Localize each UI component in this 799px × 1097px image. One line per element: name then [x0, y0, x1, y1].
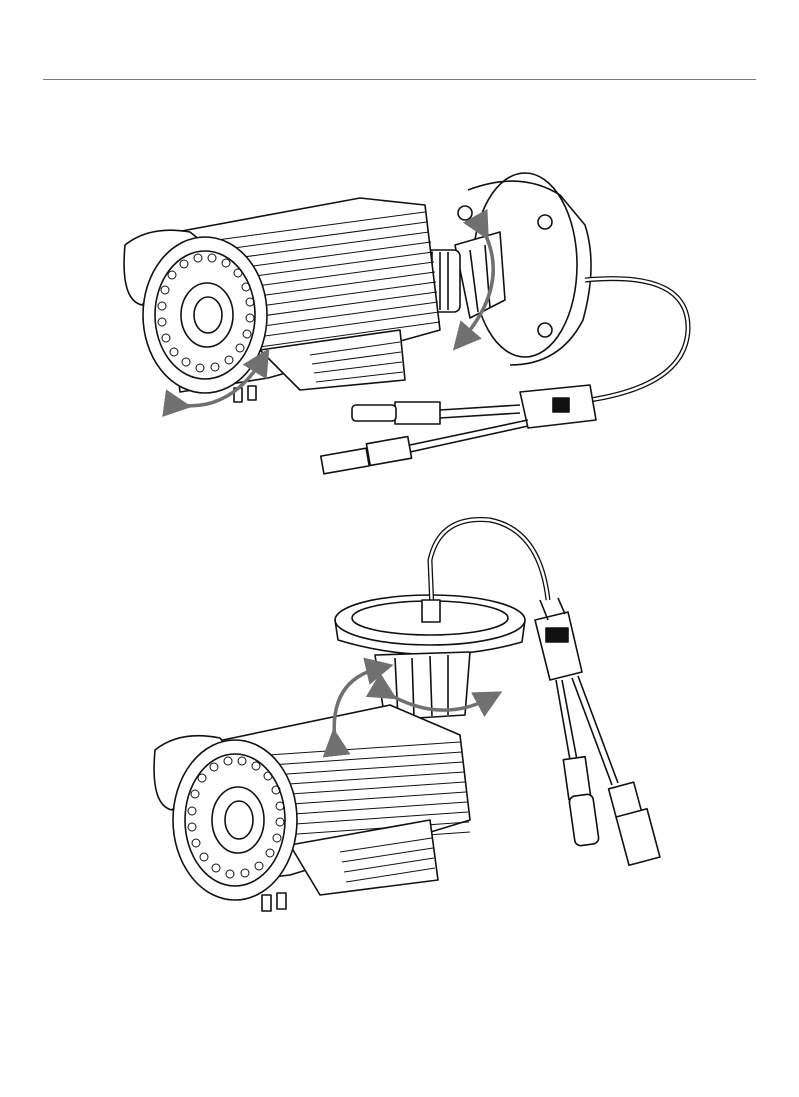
bullet-camera-wall-mount-icon: [0, 160, 799, 500]
bullet-camera-ceiling-mount-icon: [0, 500, 799, 930]
wall-mount-figure: [0, 160, 799, 500]
ceiling-mount-figure: [0, 500, 799, 930]
header-rule: [43, 79, 756, 80]
